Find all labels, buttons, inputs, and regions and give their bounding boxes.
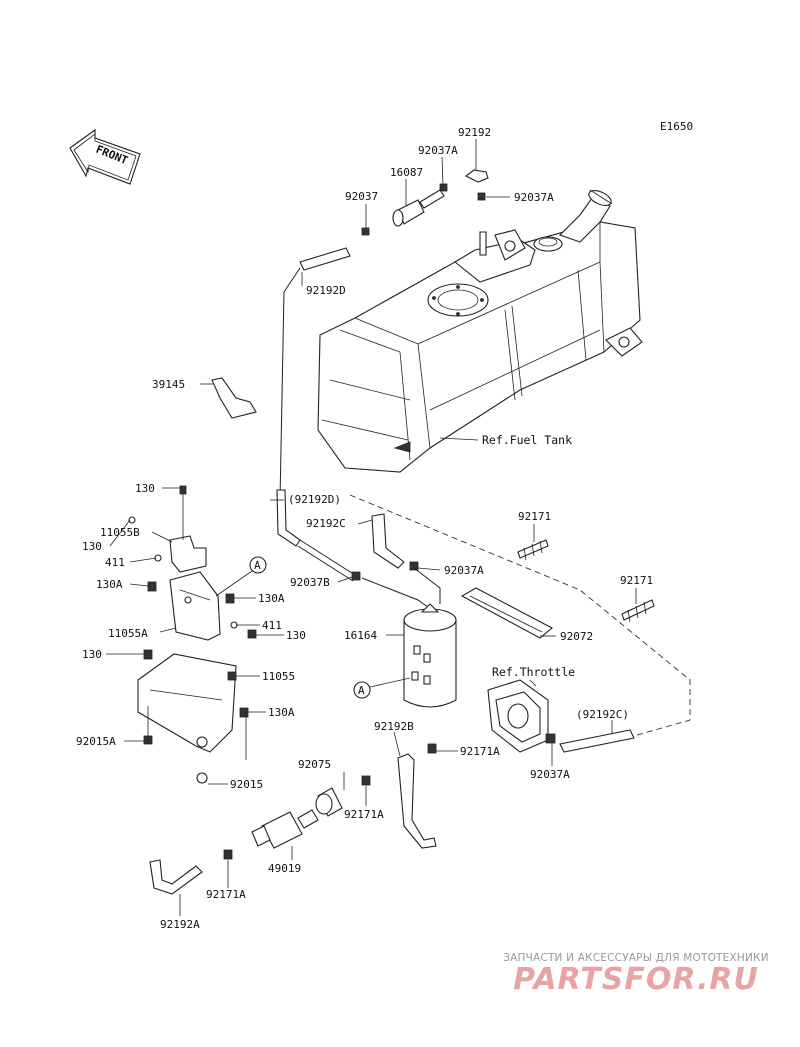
callout-a-lower: A [353,677,411,699]
label-92192C: 92192C [306,517,346,530]
label-130A-left: 130A [96,578,123,591]
label-130A-low: 130A [268,706,295,719]
label-411-right: 411 [262,619,282,632]
label-92037A-low: 92037A [530,768,570,781]
label-11055A: 11055A [108,627,148,640]
label-16164: 16164 [344,629,377,642]
watermark-logo: PARTSFOR.RU [513,962,759,997]
strap-39145 [211,377,257,419]
label-92037A-top: 92037A [418,144,458,157]
label-130-top: 130 [135,482,155,495]
leader-lines [106,139,637,916]
label-39145: 39145 [152,378,185,391]
label-92192A: 92192A [160,918,200,931]
label-92192D-paren: (92192D) [288,493,341,506]
bracket-11055A [128,516,257,641]
label-92171A-bottom: 92171A [206,888,246,901]
label-92171-a: 92171 [518,510,551,523]
label-16087: 16087 [390,166,423,179]
label-92171-b: 92171 [620,574,653,587]
label-130-left: 130 [82,540,102,553]
label-49019: 49019 [268,862,301,875]
label-92037: 92037 [345,190,378,203]
label-92075: 92075 [298,758,331,771]
clip-92171-b [621,599,655,623]
bracket-11055B [169,485,207,573]
diagram-code: E1650 [660,120,693,133]
hose-92192C [371,513,405,569]
label-92192B: 92192B [374,720,414,733]
label-130-right: 130 [286,629,306,642]
label-130-low: 130 [82,648,102,661]
ref-throttle: Ref.Throttle [492,665,575,679]
label-92171A-low: 92171A [344,808,384,821]
front-arrow-icon: FRONT [69,128,141,185]
part-labels: 92192 92037A 16087 92037 92037A 92192D 3… [76,126,653,931]
label-11055: 11055 [262,670,295,683]
label-92072: 92072 [560,630,593,643]
throttle-body [487,679,635,753]
label-92192D: 92192D [306,284,346,297]
label-92037A-mid: 92037A [444,564,484,577]
fuel-tank [317,189,643,473]
label-92015: 92015 [230,778,263,791]
label-11055B: 11055B [100,526,140,539]
label-130A-right: 130A [258,592,285,605]
label-92171A-mid: 92171A [460,745,500,758]
bracket-11055 [137,649,249,784]
fuel-line-lower [149,743,437,895]
clip-92171-a [517,539,549,561]
canister-16164 [403,603,457,708]
label-92192C-paren: (92192C) [576,708,629,721]
vent-valve-assembly [279,169,489,501]
callout-a-upper: A [215,556,267,597]
label-92192: 92192 [458,126,491,139]
label-411-left: 411 [105,556,125,569]
ref-fuel-tank: Ref.Fuel Tank [482,433,572,447]
watermark-tagline: ЗАПЧАСТИ И АКСЕССУАРЫ ДЛЯ МОТОТЕХНИКИ [503,952,769,964]
svg-text:A: A [358,684,365,697]
label-92037A-right: 92037A [514,191,554,204]
svg-text:A: A [254,559,261,572]
label-92037B: 92037B [290,576,330,589]
watermark: ЗАПЧАСТИ И АКСЕССУАРЫ ДЛЯ МОТОТЕХНИКИ PA… [486,952,786,997]
label-92015A: 92015A [76,735,116,748]
